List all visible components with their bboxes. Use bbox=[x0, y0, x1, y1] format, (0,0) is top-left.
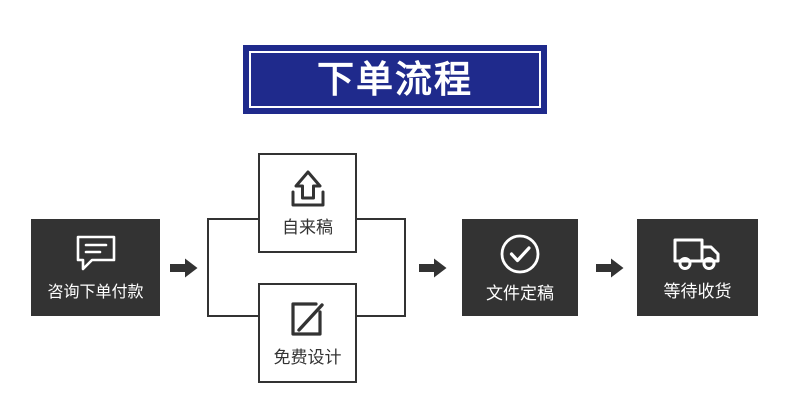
step-self-upload[interactable]: 自来稿 bbox=[258, 153, 357, 253]
step-free-design[interactable]: 免费设计 bbox=[258, 283, 357, 383]
chat-bubble-icon bbox=[74, 234, 118, 274]
page-title: 下单流程 bbox=[317, 58, 473, 101]
edit-square-icon bbox=[286, 299, 330, 341]
step-finalize-label: 文件定稿 bbox=[486, 283, 554, 304]
step-self-upload-label: 自来稿 bbox=[282, 217, 333, 238]
step-delivery[interactable]: 等待收货 bbox=[637, 219, 758, 316]
step-free-design-label: 免费设计 bbox=[273, 347, 342, 368]
arrow-right-icon bbox=[419, 258, 447, 278]
arrow-right-icon bbox=[596, 258, 624, 278]
check-circle-icon bbox=[498, 232, 542, 276]
truck-icon bbox=[672, 234, 724, 274]
step-delivery-label: 等待收货 bbox=[663, 281, 732, 302]
title-banner: 下单流程 bbox=[243, 45, 547, 114]
arrow-right-icon bbox=[170, 258, 198, 278]
step-consult[interactable]: 咨询下单付款 bbox=[31, 219, 160, 316]
step-finalize[interactable]: 文件定稿 bbox=[462, 219, 578, 316]
title-banner-inner-border bbox=[249, 51, 541, 108]
step-consult-label: 咨询下单付款 bbox=[47, 282, 144, 302]
upload-icon bbox=[285, 169, 331, 211]
